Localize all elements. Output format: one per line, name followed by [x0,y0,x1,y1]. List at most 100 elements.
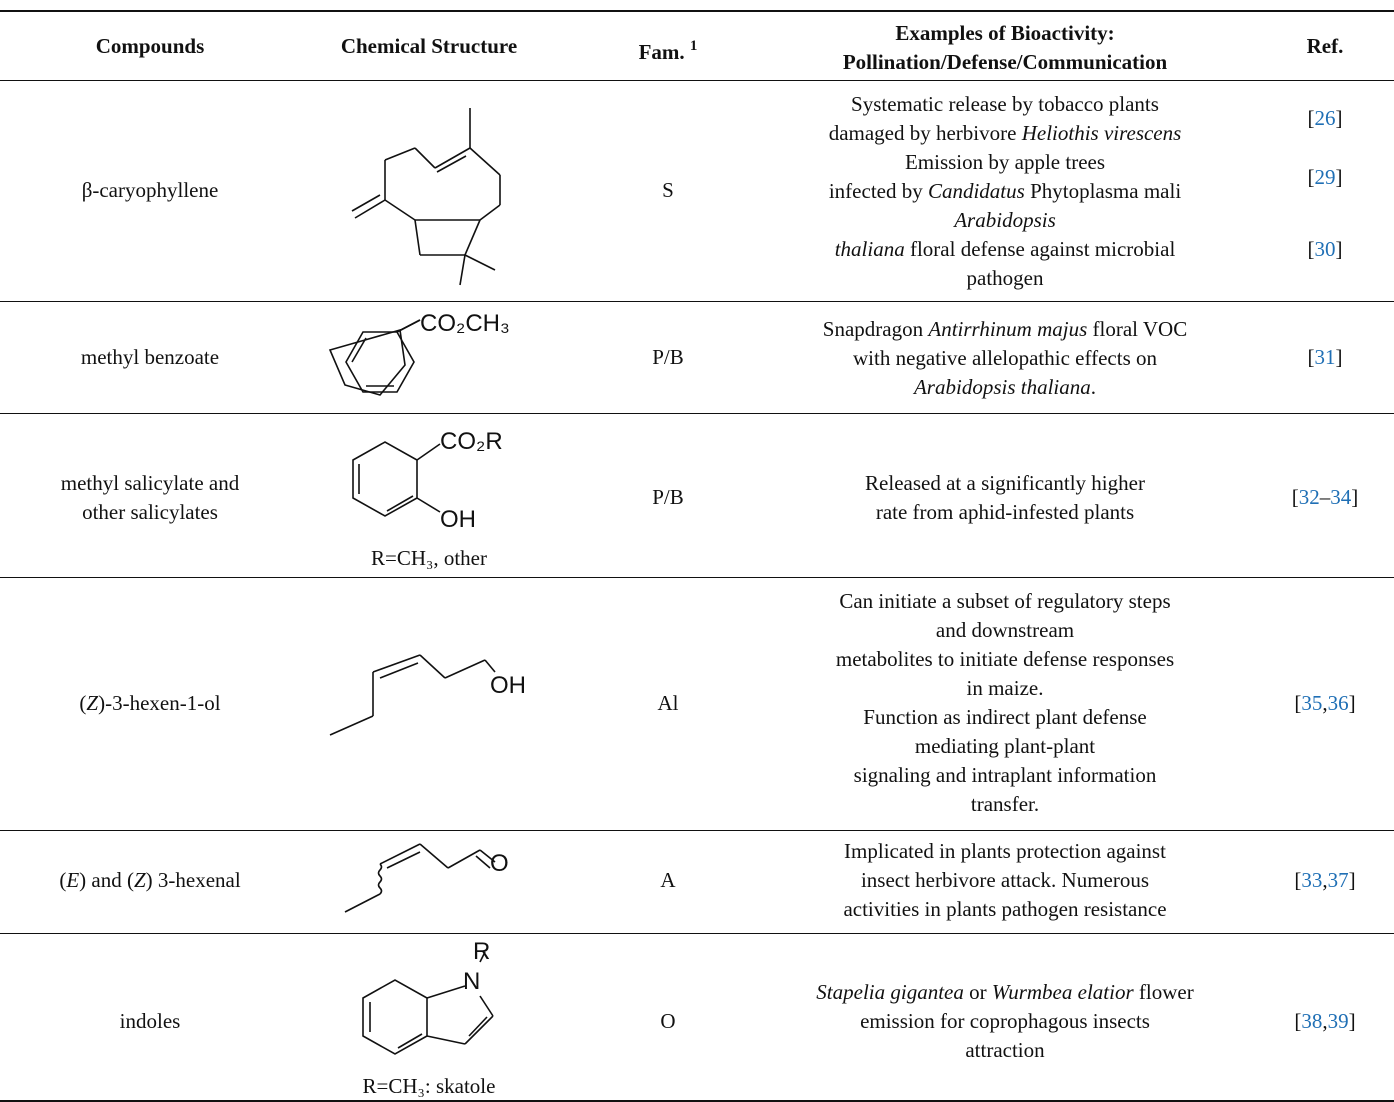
structure-hexenal [340,838,550,918]
bio-line: transfer. [970,792,1040,816]
bio-line: attraction [965,1038,1045,1062]
benzoate-ring [325,310,555,410]
bio-line: metabolites to initiate defense response… [835,647,1175,671]
bio-line: and downstream [935,618,1075,642]
bio-line: Function as indirect plant defense [863,705,1147,729]
indole-label-n: N [463,968,480,996]
bioactivity-text: Can initiate a subset of regulatory step… [755,587,1255,819]
reference: [33,37] [1294,868,1356,892]
ref-link[interactable]: 36 [1327,691,1349,715]
ref-link[interactable]: 33 [1301,868,1323,892]
bio-line: Snapdragon Antirrhinum majus floral VOC [822,317,1188,341]
ester-group-label: CO₂CH₃ [420,310,510,337]
bio-line: Can initiate a subset of regulatory step… [839,589,1171,613]
bio-line: Emission by apple trees [904,150,1106,174]
ref-link[interactable]: 26 [1314,106,1336,130]
family-code: P/B [652,345,684,369]
family-code: O [660,1009,676,1033]
nitrogen-label: N [463,968,481,995]
ref-link[interactable]: 37 [1327,868,1349,892]
reference: [38,39] [1294,1009,1356,1033]
substituent-label: R [473,938,491,965]
bioactivity-text: Systematic release by tobacco plants dam… [755,90,1255,293]
header-bioactivity-line2: Pollination/Defense/Communication [842,50,1168,74]
reference: [26] [1307,106,1343,130]
bio-line: insect herbivore attack. Numerous [860,868,1150,892]
ref-link[interactable]: 34 [1330,485,1352,509]
bio-line: Arabidopsis thaliana. [913,375,1097,399]
hydroxyl-label: OH [490,672,526,699]
compound-name: (Z)-3-hexen-1-ol [79,691,221,715]
row-rule-1 [0,301,1394,302]
compound-name: methyl salicylate and other salicylates [30,469,270,527]
ref-link[interactable]: 30 [1314,237,1336,261]
bioactivity-text: Released at a significantly higher rate … [755,469,1255,527]
header-rule [0,80,1394,81]
ref-link[interactable]: 29 [1314,165,1336,189]
compound-name: indoles [119,1009,181,1033]
structure-hexenol [325,650,555,745]
reference: [32–34] [1291,485,1359,509]
ester-group-label: CO₂R [440,428,503,455]
header-bioactivity: Examples of Bioactivity: Pollination/Def… [755,19,1255,77]
header-structure: Chemical Structure [340,34,518,58]
family-code: P/B [652,485,684,509]
indole-label-r: R [473,938,490,966]
reference: [29] [1307,165,1343,189]
reference: [31] [1307,345,1343,369]
bioactivity-text: Implicated in plants protection against … [755,837,1255,924]
ref-link[interactable]: 32 [1298,485,1320,509]
compound-name: β-caryophyllene [81,178,219,202]
bottom-rule [0,1100,1394,1102]
structure-indole [345,940,545,1070]
bio-line: rate from aphid-infested plants [875,500,1135,524]
header-compounds: Compounds [95,34,205,58]
header-ref: Ref. [1306,34,1344,58]
header-family-footnote: 1 [689,38,698,54]
carbonyl-label: O [490,850,509,877]
benzoate-label: CO₂CH₃ [420,310,550,340]
bio-line: with negative allelopathic effects on [853,346,1157,370]
bio-line: in maize. [966,676,1044,700]
bioactivity-text: Snapdragon Antirrhinum majus floral VOC … [755,315,1255,402]
hexenal-label: O [490,850,509,878]
ref-link[interactable]: 31 [1314,345,1336,369]
bio-line: damaged by herbivore Heliothis virescens [828,121,1182,145]
header-family-label: Fam. [638,40,685,64]
reference: [30] [1307,237,1343,261]
top-rule [0,10,1394,12]
bio-line: Released at a significantly higher [865,471,1145,495]
bio-line: Stapelia gigantea or Wurmbea elatior flo… [816,980,1194,1004]
structure-caryophyllene [340,100,540,290]
row-rule-2 [0,413,1394,414]
header-family: Fam. 1 [600,32,736,67]
compound-line: other salicylates [82,500,218,524]
bio-line: Systematic release by tobacco plants [851,92,1159,116]
family-code: Al [657,691,679,715]
structure-caption: R=CH₃: skatole [362,1074,496,1098]
bioactivity-text: Stapelia gigantea or Wurmbea elatior flo… [755,978,1255,1065]
ref-link[interactable]: 38 [1301,1009,1323,1033]
family-code: S [662,178,674,202]
bio-line: mediating plant-plant [914,734,1096,758]
row-rule-5 [0,933,1394,934]
ref-link[interactable]: 35 [1301,691,1323,715]
bio-line: Arabidopsis [954,208,1056,232]
bio-line: signaling and intraplant information [853,763,1157,787]
salicylate-label-top: CO₂R [440,428,503,456]
row-rule-4 [0,830,1394,831]
compound-line: methyl salicylate and [60,471,240,495]
bio-line: Implicated in plants protection against [844,839,1166,863]
compound-name: (E) and (Z) 3-hexenal [59,868,241,892]
structure-caption: R=CH₃, other [371,546,487,570]
bio-line: pathogen [966,266,1044,290]
hexenol-label: OH [490,672,526,700]
family-code: A [660,868,676,892]
bio-line: activities in plants pathogen resistance [843,897,1167,921]
header-bioactivity-line1: Examples of Bioactivity: [895,21,1115,45]
bio-line: emission for coprophagous insects [860,1009,1150,1033]
salicylate-label-bottom: OH [440,506,476,534]
ref-link[interactable]: 39 [1327,1009,1349,1033]
compound-name: methyl benzoate [80,345,220,369]
row-rule-3 [0,577,1394,578]
